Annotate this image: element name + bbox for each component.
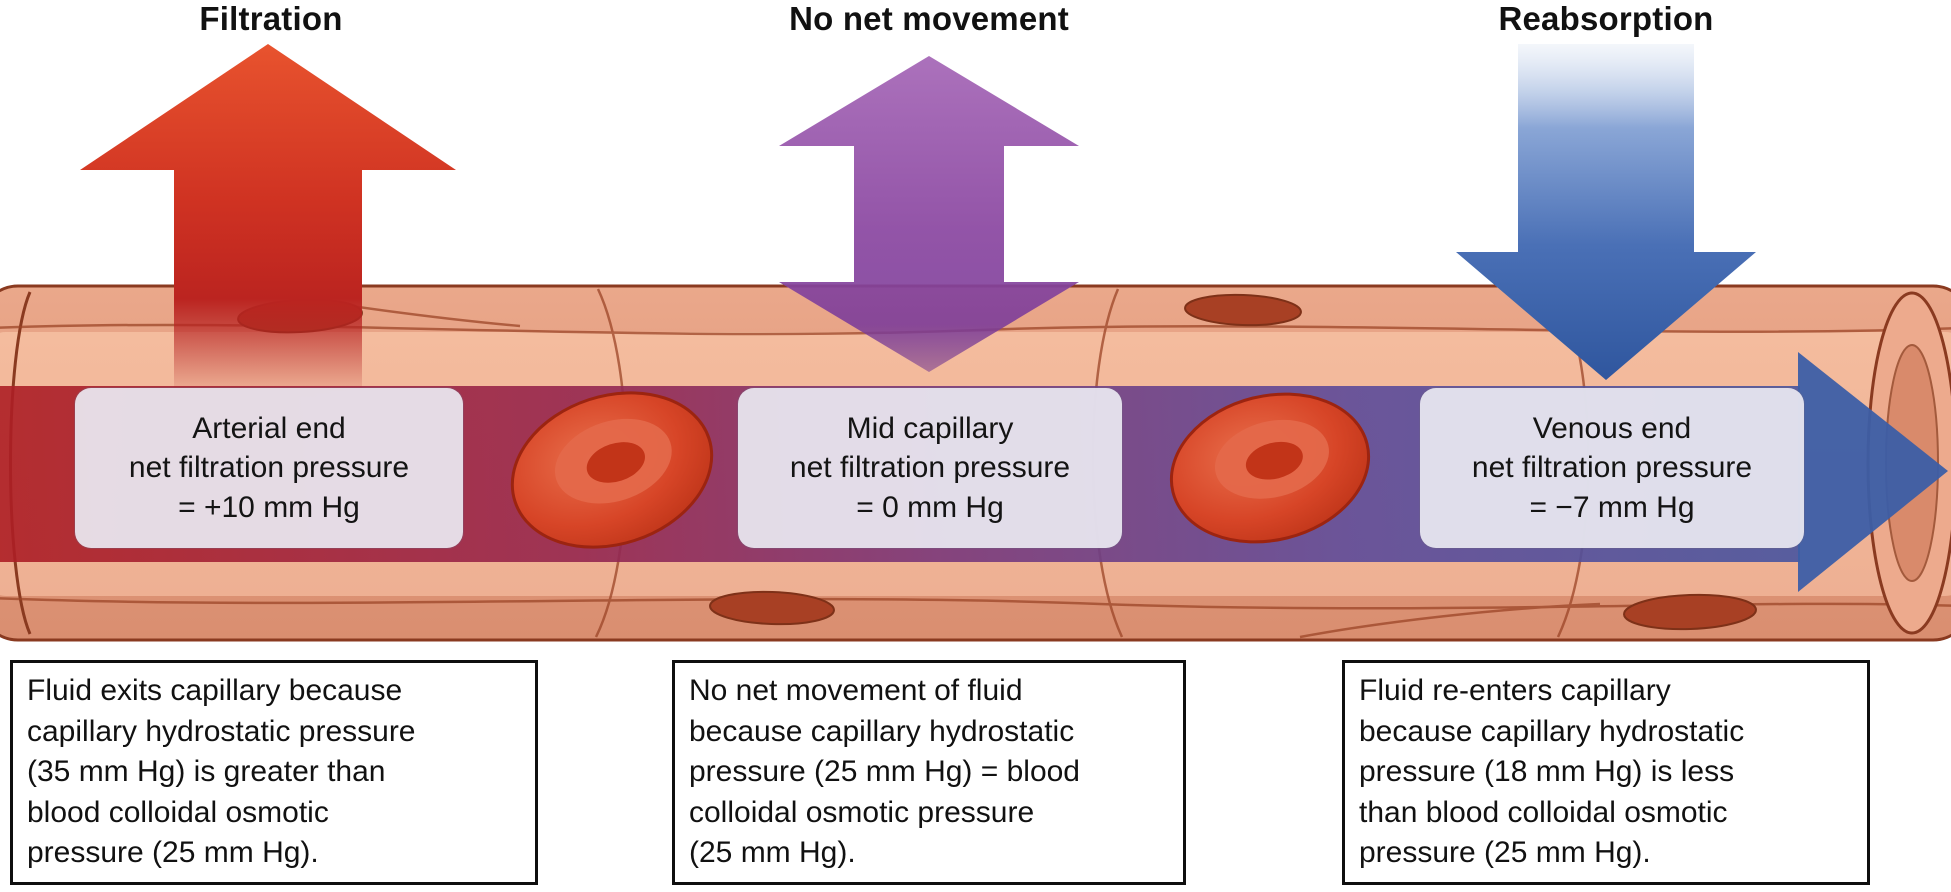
note-reabsorption: Fluid re-enters capillary because capill… [1342, 660, 1870, 885]
endothelial-nucleus [1184, 293, 1302, 327]
heading-filtration: Filtration [199, 0, 343, 37]
no-net-movement-double-arrow-icon [779, 56, 1079, 372]
endothelial-nucleus [1623, 593, 1757, 631]
filtration-up-arrow-icon [80, 44, 456, 398]
note-filtration: Fluid exits capillary because capillary … [10, 660, 538, 885]
heading-reabsorption: Reabsorption [1498, 0, 1714, 37]
red-blood-cell [510, 391, 714, 549]
note-no-net-movement: No net movement of fluid because capilla… [672, 660, 1186, 885]
red-blood-cell [1169, 392, 1371, 544]
label-venous-end-pressure: Venous end net filtration pressure = −7 … [1420, 388, 1804, 548]
blood-flow-right-arrow-icon [1798, 352, 1948, 592]
label-mid-capillary-pressure: Mid capillary net filtration pressure = … [738, 388, 1122, 548]
label-arterial-end-pressure: Arterial end net filtration pressure = +… [75, 388, 463, 548]
reabsorption-down-arrow-icon [1456, 44, 1756, 380]
endothelial-nucleus [709, 590, 835, 626]
heading-no-net-movement: No net movement [789, 0, 1069, 37]
